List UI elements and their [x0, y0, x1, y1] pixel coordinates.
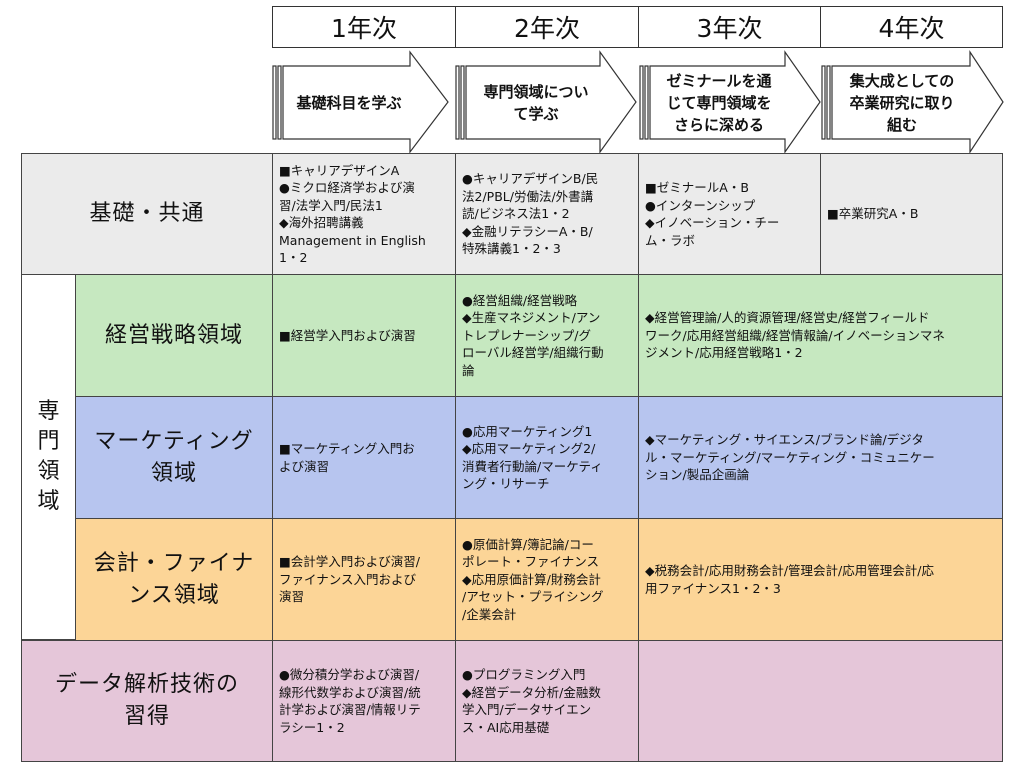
specialty-group-label: 専 門 領 域: [21, 274, 76, 640]
cell-common-year3: ■ゼミナールA・B ●インターンシップ ◆イノベーション・チー ム・ラボ: [638, 153, 821, 275]
cell-common-year1: ■キャリアデザインA ●ミクロ経済学および演 習/法学入門/民法1 ◆海外招聘講…: [272, 153, 456, 275]
cell-text: ◆税務会計/応用財務会計/管理会計/応用管理会計/応 用ファイナンス1・2・3: [645, 563, 934, 596]
cell-text: ■経営学入門および演習: [279, 327, 416, 343]
cell-text: ●原価計算/簿記論/コー ポレート・ファイナンス ◆応用原価計算/財務会計 /ア…: [462, 536, 604, 622]
cell-text: ■会計学入門および演習/ ファイナンス入門および 演習: [279, 554, 421, 605]
cell-text: ●キャリアデザインB/民 法2/PBL/労働法/外書講 読/ビジネス法1・2 ◆…: [462, 171, 599, 257]
cell-text: ■卒業研究A・B: [827, 206, 919, 222]
year-header-1: 1年次: [272, 6, 456, 48]
row-label-accounting: 会計・ファイナ ンス領域: [75, 518, 273, 641]
cell-management-year2: ●経営組織/経営戦略 ◆生産マネジメント/アン トレプレナーシップ/グ ローバル…: [455, 274, 639, 397]
cell-text: ●応用マーケティング1 ◆応用マーケティング2/ 消費者行動論/マーケティ ング…: [462, 423, 603, 492]
stage-arrows: [272, 50, 1004, 154]
cell-data-year34-empty: [638, 640, 1003, 762]
cell-management-year34: ◆経営管理論/人的資源管理/経営史/経営フィールド ワーク/応用経営組織/経営情…: [638, 274, 1003, 397]
cell-text: ◆経営管理論/人的資源管理/経営史/経営フィールド ワーク/応用経営組織/経営情…: [645, 310, 945, 361]
cell-marketing-year34: ◆マーケティング・サイエンス/ブランド論/デジタ ル・マーケティング/マーケティ…: [638, 396, 1003, 519]
cell-text: ■ゼミナールA・B ●インターンシップ ◆イノベーション・チー ム・ラボ: [645, 180, 780, 248]
cell-text: ■マーケティング入門お よび演習: [279, 441, 415, 474]
cell-marketing-year2: ●応用マーケティング1 ◆応用マーケティング2/ 消費者行動論/マーケティ ング…: [455, 396, 639, 519]
row-label-management: 経営戦略領域: [75, 274, 273, 397]
stage-label-4: 集大成としての 卒業研究に取り 組む: [849, 71, 955, 134]
cell-common-year2: ●キャリアデザインB/民 法2/PBL/労働法/外書講 読/ビジネス法1・2 ◆…: [455, 153, 639, 275]
cell-marketing-year1: ■マーケティング入門お よび演習: [272, 396, 456, 519]
cell-accounting-year2: ●原価計算/簿記論/コー ポレート・ファイナンス ◆応用原価計算/財務会計 /ア…: [455, 518, 639, 641]
cell-text: ■キャリアデザインA ●ミクロ経済学および演 習/法学入門/民法1 ◆海外招聘講…: [279, 162, 426, 266]
row-label-data: データ解析技術の 習得: [21, 640, 273, 762]
cell-data-year2: ●プログラミング入門 ◆経営データ分析/金融数 学入門/データサイエン ス・AI…: [455, 640, 639, 762]
year-header-3: 3年次: [638, 6, 821, 48]
cell-text: ●プログラミング入門 ◆経営データ分析/金融数 学入門/データサイエン ス・AI…: [462, 667, 601, 735]
year-header-4: 4年次: [820, 6, 1003, 48]
cell-management-year1: ■経営学入門および演習: [272, 274, 456, 397]
cell-text: ◆マーケティング・サイエンス/ブランド論/デジタ ル・マーケティング/マーケティ…: [645, 432, 935, 483]
cell-accounting-year34: ◆税務会計/応用財務会計/管理会計/応用管理会計/応 用ファイナンス1・2・3: [638, 518, 1003, 641]
row-label-marketing: マーケティング 領域: [75, 396, 273, 519]
row-label-common: 基礎・共通: [21, 153, 273, 275]
cell-text: ●経営組織/経営戦略 ◆生産マネジメント/アン トレプレナーシップ/グ ローバル…: [462, 292, 604, 378]
stage-label-1: 基礎科目を学ぶ: [296, 93, 402, 112]
stage-label-3: ゼミナールを通 じて専門領域を さらに深める: [666, 71, 772, 134]
cell-common-year4: ■卒業研究A・B: [820, 153, 1003, 275]
specialty-label-text: 専 門 領 域: [37, 399, 60, 514]
cell-data-year1: ●微分積分学および演習/ 線形代数学および演習/統 計学および演習/情報リテ ラ…: [272, 640, 456, 762]
stage-label-2: 専門領域につい て学ぶ: [483, 82, 589, 123]
cell-accounting-year1: ■会計学入門および演習/ ファイナンス入門および 演習: [272, 518, 456, 641]
year-header-2: 2年次: [455, 6, 639, 48]
cell-text: ●微分積分学および演習/ 線形代数学および演習/統 計学および演習/情報リテ ラ…: [279, 667, 421, 735]
